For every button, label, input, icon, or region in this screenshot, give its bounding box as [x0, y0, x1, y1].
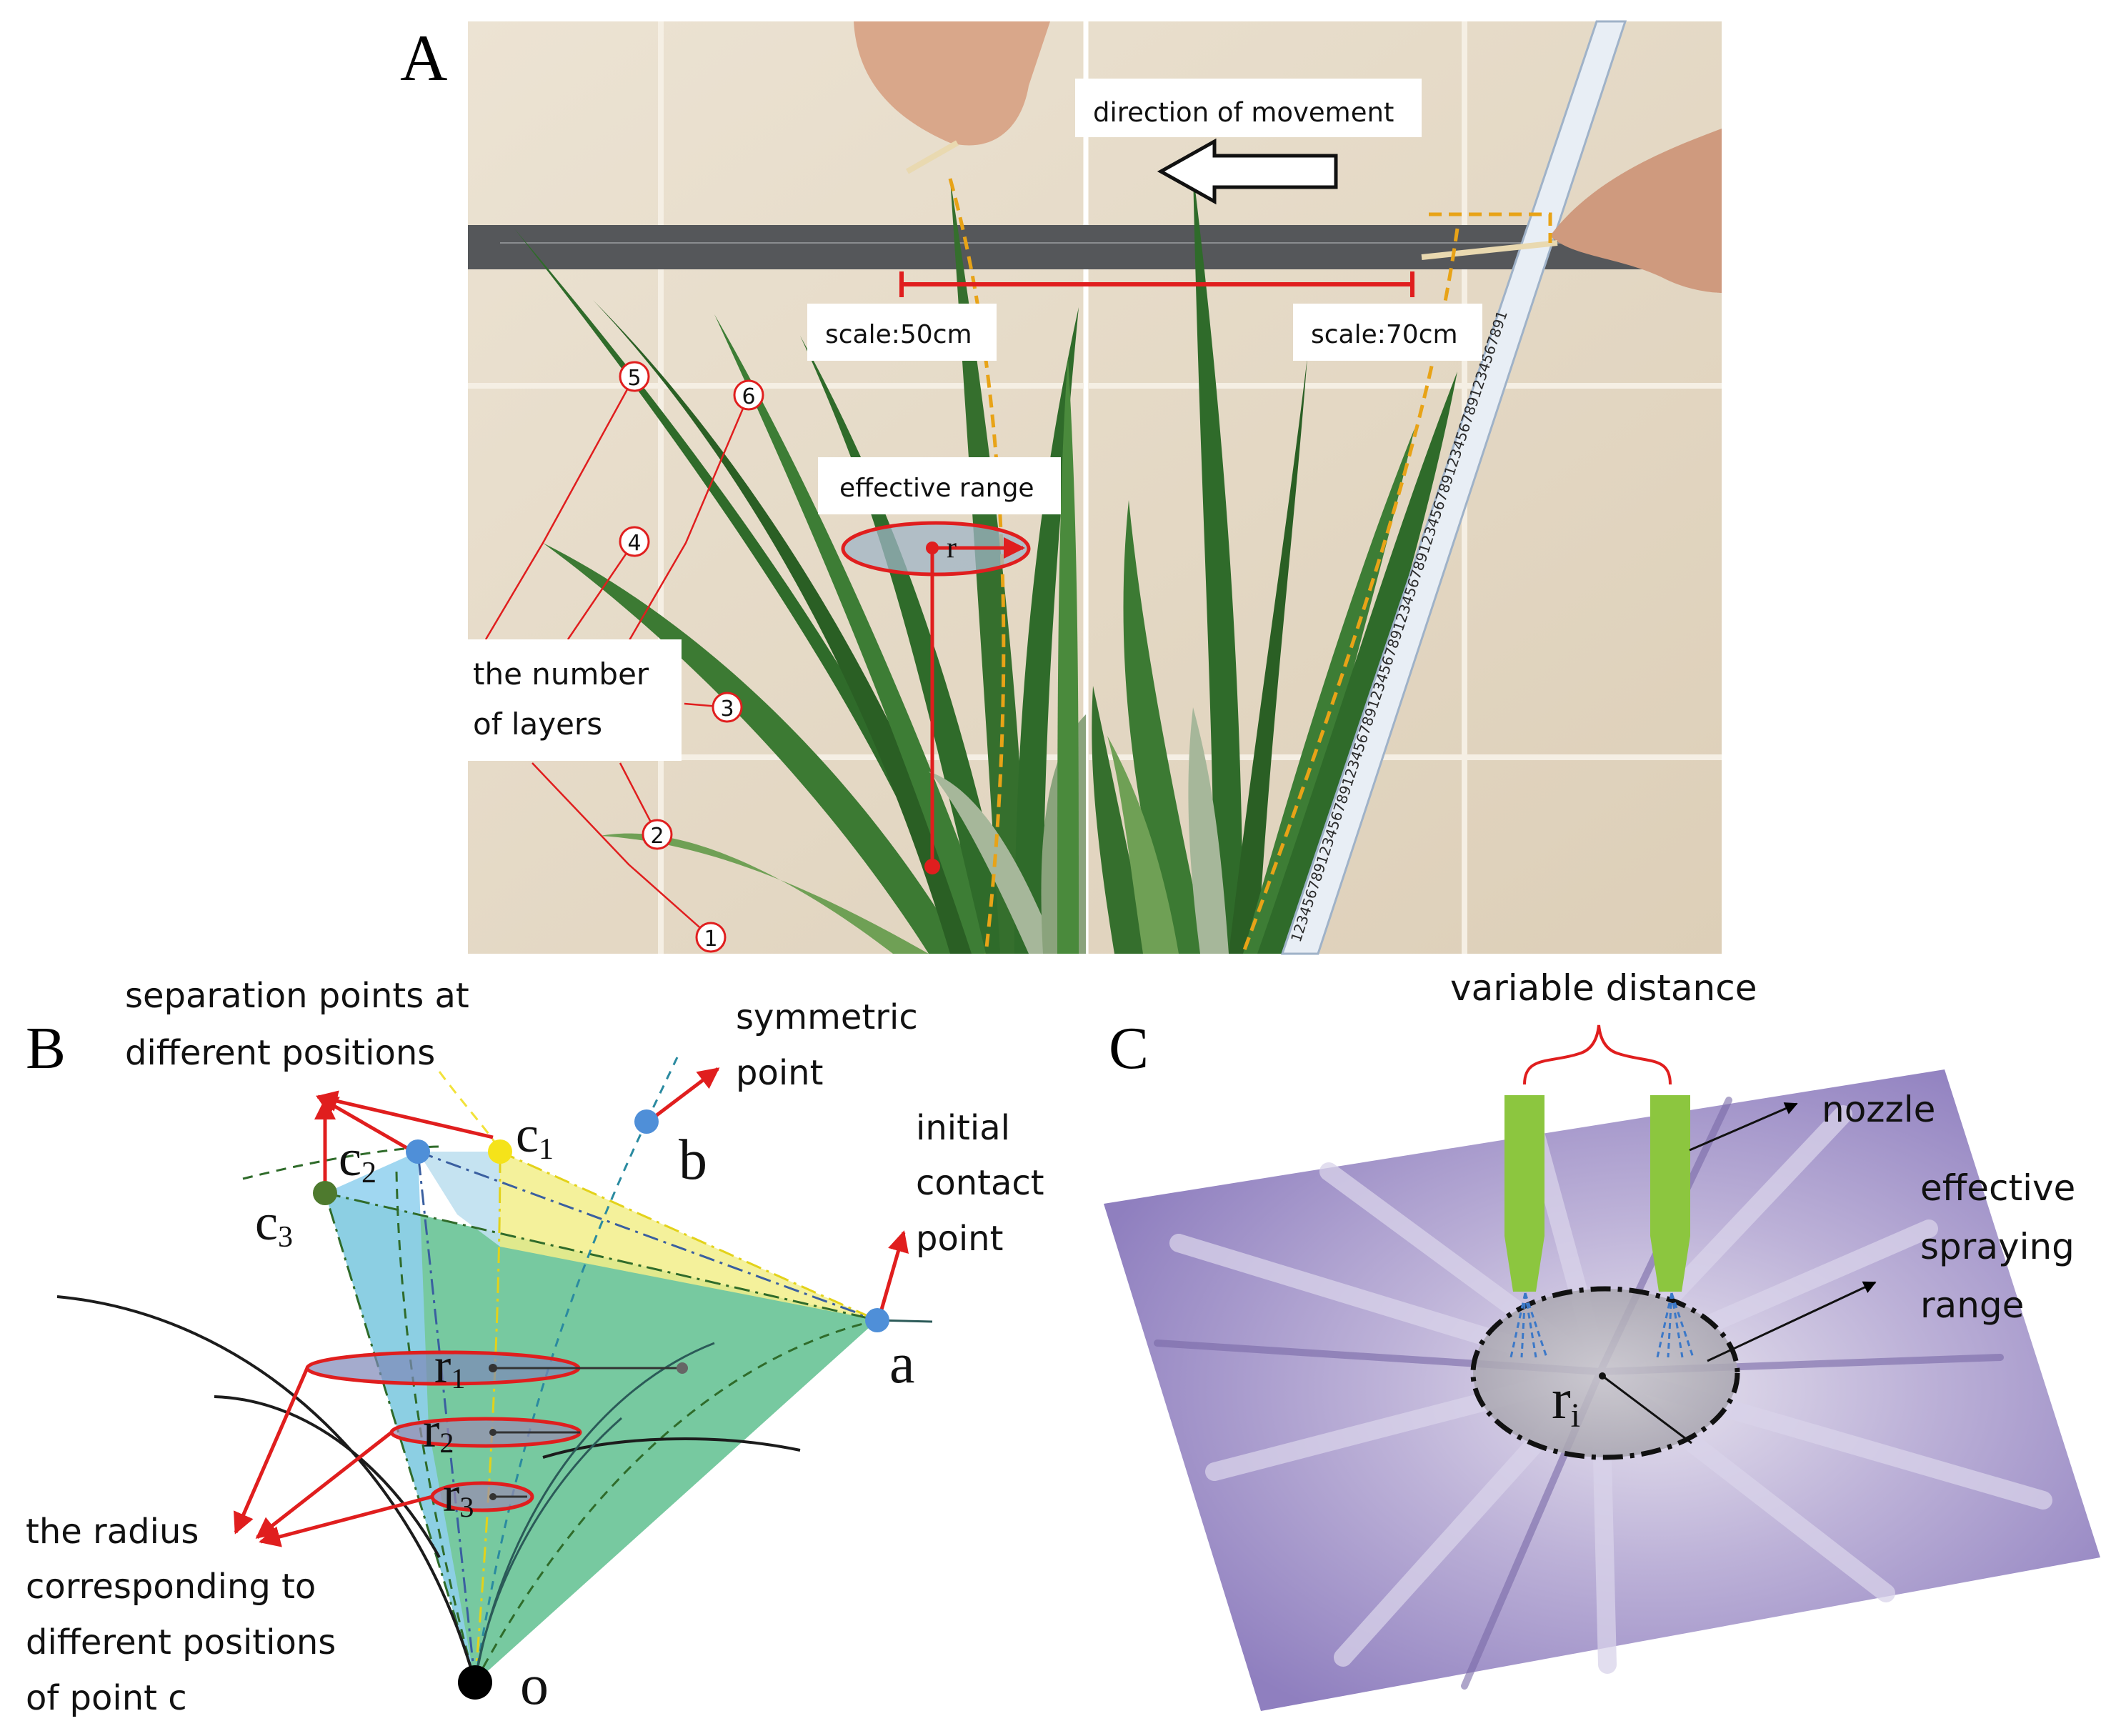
svg-text:2: 2	[650, 824, 664, 849]
layer-marker-1: 1	[695, 922, 727, 953]
direction-label: direction of movement	[1093, 97, 1394, 128]
scale-left-label: scale:50cm	[825, 320, 972, 349]
layers-label-line2: of layers	[473, 707, 602, 742]
scale-bar	[899, 271, 1414, 297]
layers-label-box	[466, 639, 682, 761]
effective-range-label: effective range	[839, 474, 1034, 503]
point-c3	[313, 1181, 337, 1205]
b-label: b	[679, 1129, 707, 1192]
point-o	[458, 1665, 492, 1700]
svg-text:5: 5	[627, 366, 641, 391]
radius-bottom-dot	[924, 859, 940, 874]
radius-desc-line4: of point c	[26, 1678, 187, 1718]
r2-label: r2	[423, 1403, 454, 1459]
initial-label-line3: point	[916, 1219, 1003, 1259]
c2-label: c2	[339, 1129, 376, 1189]
panel-a-label: A	[400, 21, 447, 94]
fan-blue	[325, 1152, 475, 1682]
scale-right-box	[1293, 304, 1482, 361]
radius-ellipses	[305, 1350, 688, 1512]
radius-top-dot	[926, 542, 939, 554]
svg-text:1: 1	[704, 927, 717, 952]
scale-right-label: scale:70cm	[1311, 320, 1458, 349]
radius-desc-line2: corresponding to	[26, 1567, 316, 1607]
r3-label: r3	[443, 1467, 474, 1523]
panel-b-arrows	[234, 1067, 909, 1547]
radius-label: r	[947, 532, 957, 564]
effective-range-box	[818, 457, 1061, 514]
spray-range-line3: range	[1920, 1284, 2024, 1326]
layer-marker-5: 5	[619, 361, 650, 392]
radius-desc-line3: different positions	[26, 1622, 336, 1662]
panel-b-label: B	[26, 1015, 66, 1082]
c3-label: c3	[255, 1194, 293, 1254]
layer-markers: 1 2 3 4 5 6	[619, 361, 764, 953]
ri-label: ri	[1552, 1368, 1580, 1435]
initial-label-line2: contact	[916, 1163, 1044, 1203]
layer-marker-4: 4	[619, 526, 650, 557]
layers-label-line1: the number	[473, 657, 649, 692]
spray-range-line1: effective	[1920, 1167, 2075, 1209]
point-a	[865, 1308, 889, 1332]
layer-lines	[484, 376, 750, 938]
spray-range-pointer	[1707, 1281, 1877, 1362]
point-c1	[488, 1139, 512, 1164]
panel-a: A	[400, 20, 1722, 955]
layer-marker-3: 3	[712, 692, 743, 723]
variable-distance-brace	[1523, 1024, 1672, 1085]
svg-text:6: 6	[742, 384, 755, 409]
o-label: o	[520, 1654, 549, 1717]
svg-text:4: 4	[627, 531, 641, 556]
nozzle-label: nozzle	[1822, 1089, 1935, 1130]
symmetric-label-line1: symmetric	[736, 997, 918, 1037]
direction-arrow	[1157, 138, 1338, 205]
layer-marker-2: 2	[642, 819, 673, 850]
panel-c: C ri	[1104, 967, 2100, 1711]
nozzle-left	[1504, 1095, 1544, 1292]
a-label: a	[889, 1332, 915, 1395]
separation-label-line1: separation points at	[125, 976, 469, 1016]
panel-b: B	[26, 976, 1044, 1718]
nozzle-right	[1650, 1095, 1690, 1292]
initial-label-line1: initial	[916, 1108, 1010, 1148]
spray-lines	[1509, 1292, 1695, 1358]
spray-range-ellipse	[1470, 1286, 1740, 1460]
symmetric-label-line2: point	[736, 1053, 823, 1093]
panel-a-photo: 1234567891234567891234567891234567891234…	[468, 20, 1722, 955]
point-c2	[406, 1139, 430, 1164]
layer-marker-6: 6	[733, 379, 764, 411]
right-plant-leaves	[1092, 171, 1457, 954]
r1-label: r1	[434, 1339, 465, 1395]
separation-label-line2: different positions	[125, 1033, 435, 1073]
panel-c-label: C	[1109, 1015, 1149, 1082]
spray-range-line2: spraying	[1920, 1226, 2075, 1267]
point-b	[634, 1109, 659, 1134]
scale-left-box	[807, 304, 997, 361]
variable-distance-label: variable distance	[1450, 967, 1757, 1009]
radius-desc-line1: the radius	[26, 1512, 199, 1552]
c1-label: c1	[516, 1106, 554, 1166]
svg-text:3: 3	[720, 697, 734, 722]
direction-label-box	[1075, 79, 1422, 137]
hands	[854, 21, 1722, 293]
nozzle-pointer	[1689, 1102, 1798, 1152]
